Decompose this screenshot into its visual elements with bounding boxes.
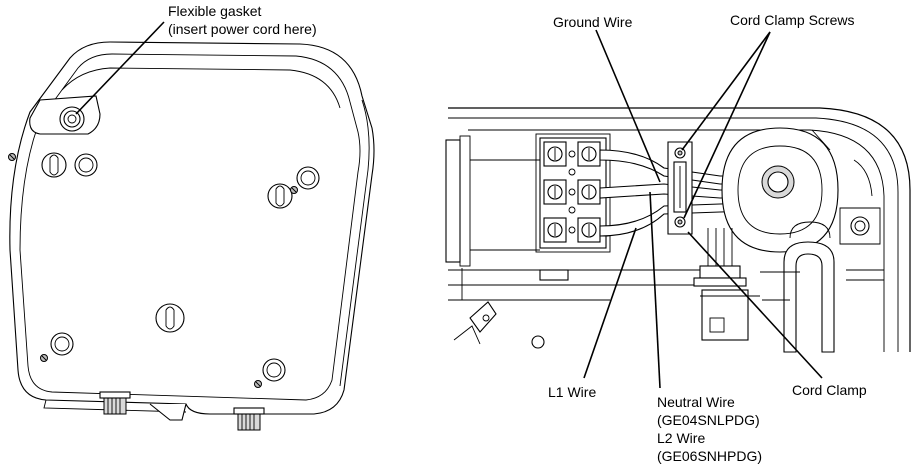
plate-tab — [539, 269, 569, 281]
bottom-plate — [448, 269, 701, 286]
label-ground-wire: Ground Wire — [553, 14, 633, 30]
mount-boss-bottom-right — [262, 358, 286, 382]
heater-unit-back-view — [8, 21, 375, 431]
terminal-pins — [693, 228, 760, 341]
gasket-ring-inner — [67, 114, 77, 124]
mount-boss-top-right — [296, 166, 320, 190]
keyhole-slot-top-right — [267, 183, 293, 209]
gasket-leader-line — [75, 21, 165, 115]
screw-hole — [531, 335, 545, 349]
label-cord-clamp: Cord Clamp — [792, 382, 867, 398]
mount-boss-bottom-left — [50, 332, 74, 356]
ground-wire-leader — [595, 29, 661, 183]
compartment-frame-outer — [448, 107, 911, 352]
left-wall-rib — [459, 135, 471, 267]
water-fitting-right — [233, 407, 265, 431]
water-fitting-left — [99, 391, 131, 415]
label-neutral-model: (GE04SNLPDG) — [657, 412, 760, 428]
housing-face — [19, 53, 361, 401]
label-cord-clamp-screws: Cord Clamp Screws — [730, 12, 854, 28]
mount-boss-top-left — [74, 153, 98, 177]
mounting-screw-left — [8, 153, 16, 161]
mounting-screw-right — [290, 186, 298, 194]
top-bevel — [61, 67, 341, 109]
compartment-frame-inner — [448, 117, 899, 352]
bottom-tab — [149, 403, 187, 421]
wiring-compartment-detail — [445, 29, 911, 389]
label-l1-wire: L1 Wire — [548, 384, 596, 400]
mounting-screw-bottom-right — [254, 380, 262, 388]
gasket-ring-mid — [63, 110, 81, 128]
terminal-block — [535, 133, 611, 253]
housing-outline — [9, 41, 375, 415]
label-flexible-gasket-note: (insert power cord here) — [168, 21, 317, 37]
cord-clamp-body — [667, 141, 693, 235]
mounting-screw-bottom-left — [40, 354, 48, 362]
label-l2-wire: L2 Wire — [657, 430, 705, 446]
left-wall — [445, 139, 461, 263]
cord-clamp-leader — [687, 231, 823, 379]
label-l2-model: (GE06SNHPDG) — [657, 448, 762, 464]
keyhole-slot-top-left — [41, 152, 67, 178]
compartment-frame-inner-2 — [468, 129, 885, 352]
label-neutral-wire: Neutral Wire — [657, 394, 735, 410]
cord-clamp-screw-leader-1 — [681, 31, 771, 151]
l1-wire-leader — [583, 227, 637, 379]
bottom-edge — [43, 399, 187, 413]
right-bevel — [339, 99, 370, 387]
cord-clamp-screw-leader-2 — [683, 31, 771, 219]
power-cord-grommet — [721, 127, 839, 253]
mount-boss-right — [839, 207, 881, 245]
neutral-wire-leader — [649, 191, 661, 389]
keyhole-slot-bottom-center — [155, 303, 185, 333]
label-flexible-gasket: Flexible gasket — [168, 3, 261, 19]
